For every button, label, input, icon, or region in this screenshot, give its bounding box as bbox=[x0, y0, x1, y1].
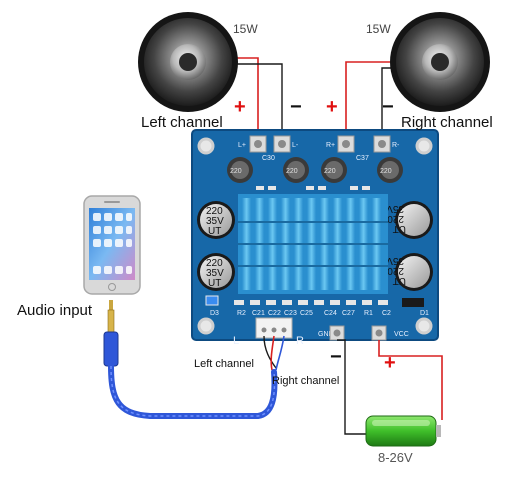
silk-r1: R1 bbox=[364, 310, 373, 317]
silk-c37: C37 bbox=[356, 155, 369, 162]
silk-d3: D3 bbox=[210, 310, 219, 317]
diode-d1 bbox=[402, 298, 424, 307]
silk-c25: C25 bbox=[300, 310, 313, 317]
silk-d1: D1 bbox=[420, 310, 429, 317]
led-d3 bbox=[205, 295, 219, 306]
power-wires bbox=[337, 339, 443, 435]
left-minus-sign: − bbox=[290, 96, 302, 118]
silk-gnd: GND bbox=[318, 331, 334, 338]
input-left-channel-label: Left channel bbox=[194, 358, 254, 370]
bulk-capacitor-2 bbox=[197, 253, 235, 291]
cap4-mark: UT bbox=[393, 275, 406, 286]
audio-cable bbox=[103, 300, 278, 419]
cap1-voltage: 35V bbox=[206, 216, 224, 227]
right-channel-label: Right channel bbox=[401, 114, 493, 131]
cap2-value: 220 bbox=[206, 258, 223, 269]
input-wires bbox=[263, 335, 285, 371]
voltage-label: 8-26V bbox=[378, 450, 413, 465]
cap3-mark: UT bbox=[393, 223, 406, 234]
silk-c30: C30 bbox=[262, 155, 275, 162]
inductor-code-3: 220 bbox=[324, 168, 336, 175]
silk-c23: C23 bbox=[284, 310, 297, 317]
input-right-channel-label: Right channel bbox=[272, 375, 340, 387]
left-speaker-power: 15W bbox=[233, 22, 258, 36]
left-plus-wire bbox=[232, 57, 259, 146]
amplifier-board: L+ L- R+ R- 220 220 220 220 C30 C37 bbox=[191, 129, 439, 347]
inductor-code-1: 220 bbox=[230, 168, 242, 175]
bulk-capacitor-4 bbox=[395, 253, 433, 291]
cap3-voltage: 35V bbox=[386, 203, 404, 214]
left-speaker bbox=[138, 12, 238, 112]
cap4-voltage: 35V bbox=[386, 255, 404, 266]
smd-row-bottom bbox=[234, 300, 388, 305]
silk-l: L bbox=[233, 335, 239, 347]
silk-vcc: VCC bbox=[394, 331, 409, 338]
right-speaker-power: 15W bbox=[366, 22, 391, 36]
inductor-code-4: 220 bbox=[380, 168, 392, 175]
cap3-value: 220 bbox=[387, 213, 404, 224]
cap2-voltage: 35V bbox=[206, 268, 224, 279]
vcc-plus-sign: + bbox=[384, 352, 396, 374]
audio-input-label: Audio input bbox=[17, 302, 93, 319]
phone bbox=[83, 195, 141, 295]
right-plus-wire bbox=[345, 61, 396, 146]
cap1-value: 220 bbox=[206, 206, 223, 217]
cap2-mark: UT bbox=[208, 278, 221, 289]
smd-row-top bbox=[256, 186, 370, 190]
left-plus-sign: + bbox=[234, 96, 246, 118]
left-channel-label: Left channel bbox=[141, 114, 223, 131]
audio-input-header bbox=[255, 317, 293, 339]
silk-c22: C22 bbox=[268, 310, 281, 317]
cap1-mark: UT bbox=[208, 226, 221, 237]
bulk-capacitor-3 bbox=[395, 201, 433, 239]
gnd-minus-sign: − bbox=[330, 346, 342, 368]
silk-c27: C27 bbox=[342, 310, 355, 317]
inductor-row bbox=[227, 157, 403, 183]
cap4-value: 220 bbox=[387, 265, 404, 276]
heatsink bbox=[238, 194, 388, 294]
silk-r2: R2 bbox=[237, 310, 246, 317]
output-terminals bbox=[249, 135, 391, 153]
inductor-code-2: 220 bbox=[286, 168, 298, 175]
battery bbox=[365, 415, 441, 447]
bulk-capacitor-1 bbox=[197, 201, 235, 239]
silk-c24: C24 bbox=[324, 310, 337, 317]
silk-c2: C2 bbox=[382, 310, 391, 317]
right-minus-sign: − bbox=[382, 96, 394, 118]
terminal-label-r-plus: R+ bbox=[326, 142, 335, 149]
terminal-label-l-plus: L+ bbox=[238, 142, 246, 149]
terminal-label-r-minus: R- bbox=[392, 142, 400, 149]
terminal-label-l-minus: L- bbox=[292, 142, 299, 149]
left-minus-wire bbox=[234, 63, 283, 146]
silk-r: R bbox=[296, 335, 304, 347]
right-speaker bbox=[390, 12, 490, 112]
right-plus-sign: + bbox=[326, 96, 338, 118]
silk-c21: C21 bbox=[252, 310, 265, 317]
